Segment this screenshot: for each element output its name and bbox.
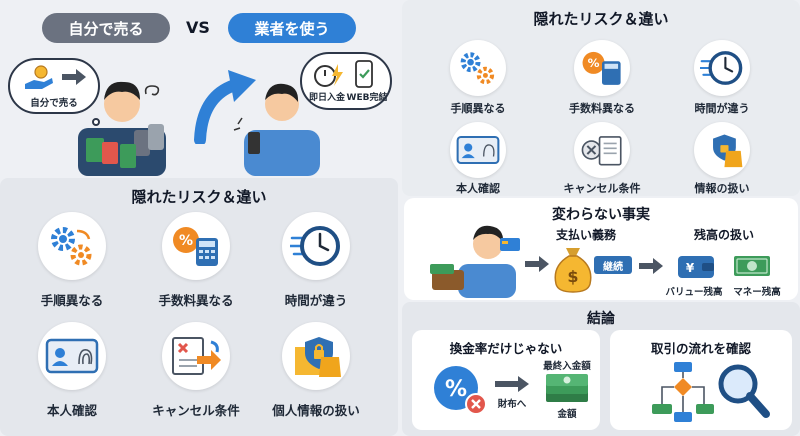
bubble-tail-dot bbox=[92, 118, 100, 126]
cancel-document-icon bbox=[172, 337, 221, 375]
risk-right-circle-2: % bbox=[574, 40, 630, 96]
percent-calculator-icon: % bbox=[173, 227, 218, 266]
risk-right-label-6: 情報の扱い bbox=[694, 182, 750, 195]
cash-icon bbox=[734, 256, 770, 276]
unchanged-title: 変わらない事実 bbox=[552, 207, 650, 223]
risk-right-circle-3 bbox=[694, 40, 750, 96]
risk-right-title: 隠れたリスク＆違い bbox=[533, 10, 669, 28]
gear-icon bbox=[51, 227, 92, 266]
risk-left-circle-6 bbox=[282, 322, 350, 390]
risk-left-title: 隠れたリスク＆違い bbox=[131, 188, 267, 206]
payment-obligation-label: 支払い義務 bbox=[555, 228, 616, 242]
risk-right-label-2: 手数料異なる bbox=[569, 102, 635, 115]
shield-folder-icon bbox=[713, 134, 743, 168]
id-fingerprint-icon bbox=[45, 338, 99, 374]
svg-text:$: $ bbox=[567, 267, 578, 286]
pill-vendor-label: 業者を使う bbox=[254, 19, 330, 38]
risk-left-label-5: キャンセル条件 bbox=[152, 403, 240, 418]
final-amount-label: 最終入金額 bbox=[543, 361, 591, 372]
conclusion-title: 結論 bbox=[587, 311, 615, 327]
risk-right-circle-6 bbox=[694, 122, 750, 178]
pill-self-sell: 自分で売る bbox=[42, 13, 170, 43]
arrow-right-icon bbox=[495, 376, 529, 392]
pill-self-sell-label: 自分で売る bbox=[68, 19, 144, 38]
id-fingerprint-icon bbox=[456, 135, 500, 165]
risk-left-label-2: 手数料異なる bbox=[158, 293, 234, 308]
risk-left-label-1: 手順異なる bbox=[40, 293, 104, 308]
person-card-illustration bbox=[430, 225, 520, 298]
continue-label: 継続 bbox=[603, 261, 623, 273]
risk-right-label-5: キャンセル条件 bbox=[563, 182, 641, 195]
risk-left-label-4: 本人確認 bbox=[46, 403, 97, 418]
percent-cancel-icon: % bbox=[434, 366, 487, 415]
money-balance-label: マネー残高 bbox=[733, 287, 781, 298]
svg-text:%: % bbox=[445, 377, 467, 402]
pill-vendor: 業者を使う bbox=[228, 13, 356, 43]
arrow-right-icon bbox=[62, 69, 86, 85]
risk-left-circle-4 bbox=[38, 322, 106, 390]
risk-left-label-3: 時間が違う bbox=[284, 293, 348, 308]
swirl-icon bbox=[144, 85, 160, 96]
risk-left-circle-3 bbox=[282, 212, 350, 280]
clock-icon bbox=[290, 226, 340, 266]
risk-left-circle-1 bbox=[38, 212, 106, 280]
bubble-vendor-label-2: WEB完結 bbox=[346, 93, 388, 103]
clock-icon bbox=[700, 51, 743, 85]
cash-stack-icon bbox=[546, 374, 588, 402]
percent-calculator-icon: % bbox=[582, 51, 621, 85]
risk-right-label-4: 本人確認 bbox=[456, 182, 500, 195]
shield-folder-icon bbox=[295, 337, 341, 377]
risk-right-label-3: 時間が違う bbox=[694, 102, 750, 115]
cancel-document-icon bbox=[581, 136, 622, 166]
risk-left-circle-5 bbox=[162, 322, 230, 390]
thought-bubble-vendor bbox=[300, 52, 392, 110]
risk-right-circle-4 bbox=[450, 122, 506, 178]
arrow-right-icon bbox=[525, 256, 549, 272]
gear-icon bbox=[460, 52, 495, 85]
continue-badge: 継続 bbox=[594, 256, 632, 274]
stopwatch-lightning-icon bbox=[314, 64, 343, 87]
arrow-right-icon bbox=[639, 258, 663, 274]
svg-text:%: % bbox=[179, 233, 193, 249]
vs-label: VS bbox=[186, 18, 210, 37]
thought-bubble-self bbox=[8, 58, 100, 114]
stressed-person-illustration bbox=[78, 81, 166, 176]
curved-arrow-icon bbox=[194, 70, 256, 144]
conclusion-right-title: 取引の流れを確認 bbox=[650, 341, 751, 356]
risk-left-circle-2: % bbox=[162, 212, 230, 280]
hand-coin-icon bbox=[25, 65, 53, 89]
risk-right-circle-5 bbox=[574, 122, 630, 178]
money-bag-icon: $ bbox=[554, 248, 592, 293]
conclusion-left-title: 換金率だけじゃない bbox=[449, 341, 563, 356]
balance-handling-label: 残高の扱い bbox=[693, 228, 754, 242]
phone-check-icon bbox=[355, 60, 373, 88]
yen-wallet-icon: ¥ bbox=[678, 256, 714, 278]
happy-person-illustration bbox=[233, 83, 320, 176]
risk-right-label-1: 手順異なる bbox=[450, 102, 506, 115]
bubble-self-label: 自分で売る bbox=[30, 98, 78, 109]
risk-right-circle-1 bbox=[450, 40, 506, 96]
flowchart-magnifier-icon bbox=[652, 362, 770, 422]
risk-left-label-6: 個人情報の扱い bbox=[272, 403, 360, 418]
yen-symbol: ¥ bbox=[686, 261, 695, 275]
svg-text:%: % bbox=[588, 56, 600, 70]
value-balance-label: バリュー残高 bbox=[665, 287, 723, 298]
wallet-label: 財布へ bbox=[497, 399, 527, 410]
amount-label: 金額 bbox=[557, 409, 577, 420]
bubble-vendor-label-1: 即日入金 bbox=[308, 93, 345, 103]
